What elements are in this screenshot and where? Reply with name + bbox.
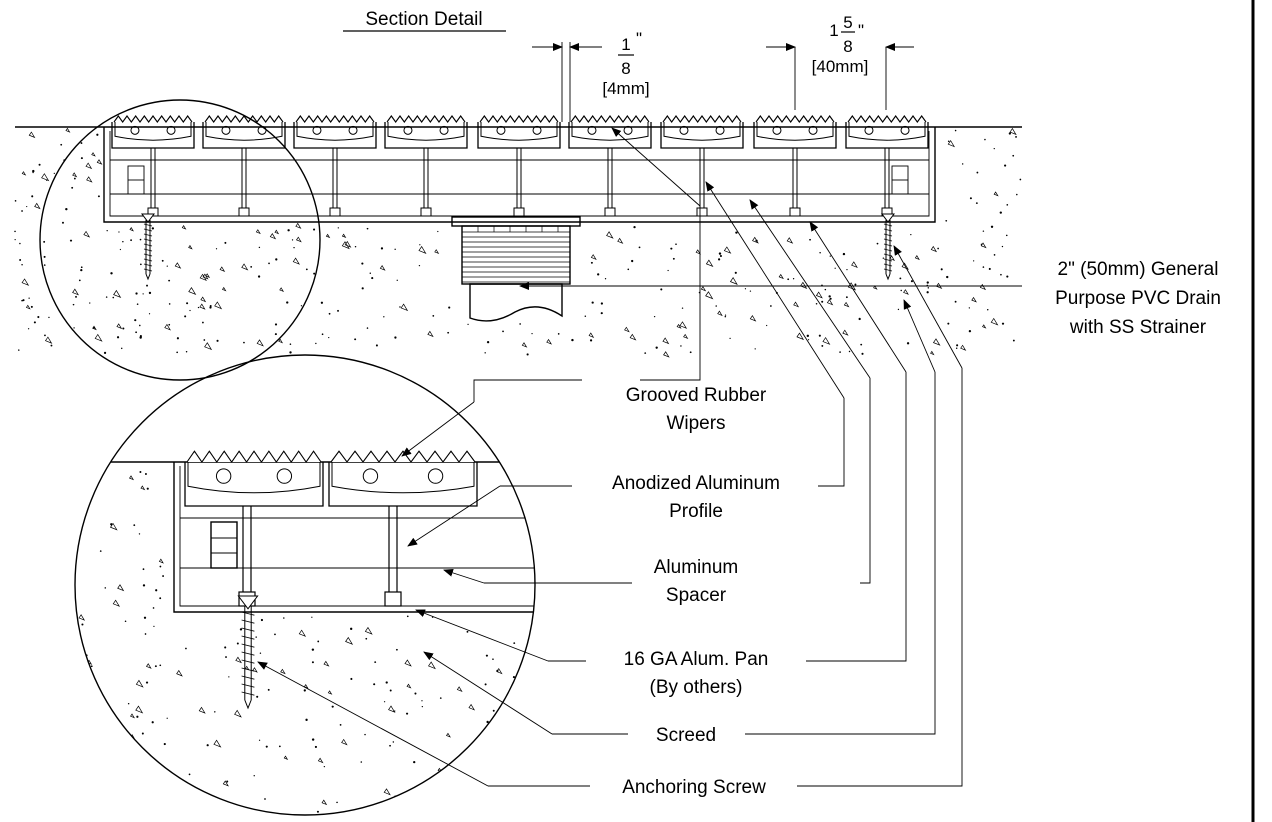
wiper-profile (660, 115, 744, 149)
anchor-screw (881, 213, 895, 281)
wiper-profile (184, 450, 324, 507)
callout-profile-line1: Anodized Aluminum (612, 473, 780, 494)
screed-slab (14, 126, 1022, 358)
wiper-profile (568, 115, 652, 149)
spacer-bolts (127, 165, 909, 195)
detail-reference-circle (39, 99, 321, 381)
wiper-profile (845, 115, 929, 149)
gap-unit: " (636, 29, 642, 48)
wiper-profile (293, 115, 377, 149)
gap-numerator: 1 (621, 35, 630, 54)
drain-callout-line1: 2" (50mm) General (1058, 259, 1219, 280)
drain-callout-line2: Purpose PVC Drain (1055, 288, 1221, 309)
gap-metric: [4mm] (602, 79, 649, 98)
pitch-denominator: 8 (843, 37, 852, 56)
callout-spacer-line1: Aluminum (654, 557, 738, 578)
wiper-profile (477, 115, 561, 149)
callout-labels: Grooved Rubber Wipers Anodized Aluminum … (612, 385, 780, 798)
callout-wipers-line1: Grooved Rubber (626, 385, 767, 406)
pitch-numerator: 5 (843, 13, 852, 32)
dimension-pitch: 1 5 8 " [40mm] (766, 13, 914, 110)
drain-callout: 2" (50mm) General Purpose PVC Drain with… (562, 259, 1221, 338)
pitch-whole: 1 (829, 21, 838, 40)
callout-profile-line2: Profile (669, 501, 723, 522)
wiper-profile (328, 450, 478, 507)
callout-spacer-line2: Spacer (666, 585, 727, 606)
profile-row (111, 115, 929, 217)
callout-pan-line2: (By others) (650, 677, 743, 698)
drain-callout-line3: with SS Strainer (1069, 317, 1207, 338)
pvc-drain (451, 216, 581, 322)
callout-screed: Screed (656, 725, 716, 746)
callout-anchoring-screw: Anchoring Screw (622, 777, 766, 798)
callout-wipers-line2: Wipers (666, 413, 725, 434)
wiper-profile (384, 115, 468, 149)
screed-speckle (14, 127, 1022, 358)
wiper-profile (202, 115, 286, 149)
pitch-metric: [40mm] (812, 57, 869, 76)
anchor-screw (237, 595, 259, 710)
anchor-screws (141, 213, 895, 281)
callout-pan-line1: 16 GA Alum. Pan (624, 649, 769, 670)
section-title: Section Detail (365, 9, 482, 30)
detail-screed-speckle (75, 470, 535, 813)
wiper-profile (111, 115, 195, 149)
wiper-profile (753, 115, 837, 149)
anchor-screw (141, 213, 155, 281)
dimension-gap: 1 8 " [4mm] (532, 29, 650, 122)
leader-lines (257, 127, 963, 787)
enlarged-detail (74, 354, 536, 816)
gap-denominator: 8 (621, 59, 630, 78)
pitch-unit: " (858, 21, 864, 40)
